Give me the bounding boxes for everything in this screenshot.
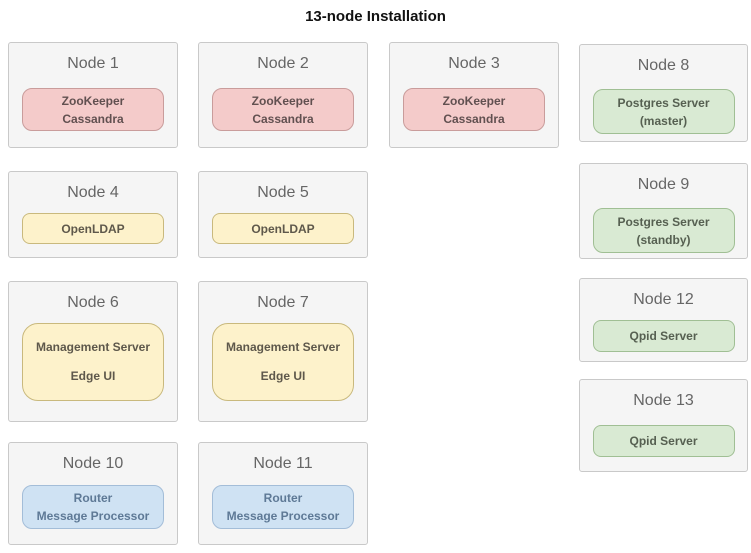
service-line: Management Server (225, 340, 341, 354)
node-box-5: Node 5 OpenLDAP (198, 171, 368, 258)
service-pill: Management Server Edge UI (22, 323, 164, 401)
node-box-4: Node 4 OpenLDAP (8, 171, 178, 258)
node-title: Node 12 (633, 291, 694, 308)
service-pill: Qpid Server (592, 425, 735, 457)
service-line: Postgres Server (617, 214, 710, 229)
node-box-9: Node 9 Postgres Server (standby) (579, 163, 748, 259)
service-line: Edge UI (70, 369, 116, 383)
service-line: Message Processor (36, 509, 150, 523)
service-pill: Postgres Server (standby) (592, 208, 735, 253)
service-pill: OpenLDAP (22, 213, 164, 244)
service-pill: Qpid Server (592, 320, 735, 352)
node-title: Node 11 (253, 455, 313, 472)
service-line: Cassandra (252, 111, 314, 126)
service-line: Postgres Server (617, 95, 710, 110)
node-title: Node 2 (257, 55, 309, 72)
service-line: OpenLDAP (61, 221, 125, 236)
node-box-8: Node 8 Postgres Server (master) (579, 44, 748, 142)
service-line: ZooKeeper (442, 93, 506, 108)
node-box-3: Node 3 ZooKeeper Cassandra (389, 42, 559, 148)
node-title: Node 7 (257, 294, 309, 311)
node-box-6: Node 6 Management Server Edge UI (8, 281, 178, 422)
service-line: (standby) (636, 232, 691, 247)
service-pill: ZooKeeper Cassandra (212, 88, 354, 131)
service-line: (master) (639, 113, 688, 128)
service-pill: Management Server Edge UI (212, 323, 354, 401)
node-box-10: Node 10 Router Message Processor (8, 442, 178, 545)
diagram-title: 13-node Installation (305, 8, 446, 25)
service-line: Message Processor (226, 509, 340, 523)
node-box-2: Node 2 ZooKeeper Cassandra (198, 42, 368, 148)
service-line: ZooKeeper (61, 93, 125, 108)
service-line: Qpid Server (629, 434, 698, 448)
service-line: Edge UI (260, 369, 306, 383)
node-box-7: Node 7 Management Server Edge UI (198, 281, 368, 422)
node-box-1: Node 1 ZooKeeper Cassandra (8, 42, 178, 148)
service-line: Cassandra (62, 111, 124, 126)
service-line: Qpid Server (629, 329, 698, 343)
node-title: Node 10 (62, 455, 124, 472)
node-title: Node 5 (257, 184, 309, 201)
service-pill: Router Message Processor (212, 485, 354, 529)
service-line: Router (263, 491, 303, 505)
node-box-11: Node 11 Router Message Processor (198, 442, 368, 545)
node-box-12: Node 12 Qpid Server (579, 278, 748, 362)
service-line: Cassandra (443, 111, 505, 126)
service-line: Router (73, 491, 113, 505)
node-title: Node 1 (67, 55, 119, 72)
node-title: Node 6 (67, 294, 119, 311)
node-title: Node 4 (67, 184, 119, 201)
service-pill: ZooKeeper Cassandra (403, 88, 545, 131)
service-line: OpenLDAP (251, 221, 315, 236)
node-title: Node 3 (448, 55, 500, 72)
node-box-13: Node 13 Qpid Server (579, 379, 748, 472)
node-title: Node 8 (637, 57, 690, 74)
node-title: Node 9 (637, 176, 690, 193)
service-line: ZooKeeper (251, 93, 315, 108)
service-pill: Router Message Processor (22, 485, 164, 529)
service-pill: OpenLDAP (212, 213, 354, 244)
service-line: Management Server (35, 340, 151, 354)
service-pill: ZooKeeper Cassandra (22, 88, 164, 131)
node-title: Node 13 (633, 392, 694, 409)
service-pill: Postgres Server (master) (592, 89, 735, 134)
